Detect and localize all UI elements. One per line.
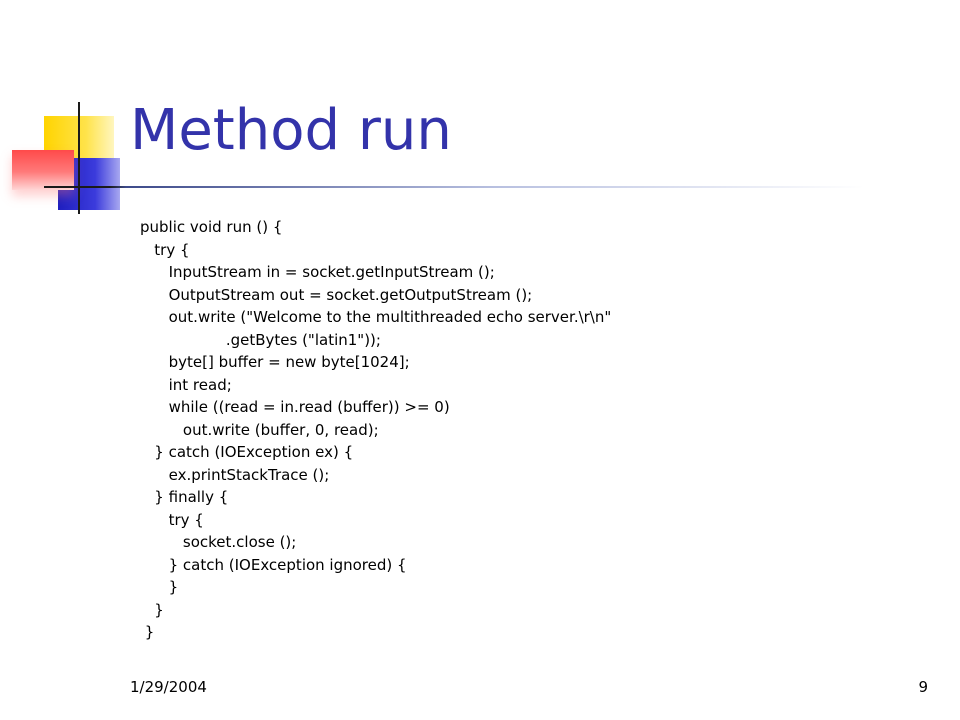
- code-line: } finally {: [140, 488, 229, 506]
- code-line: int read;: [140, 375, 232, 394]
- code-line: } catch (IOException ignored) {: [140, 555, 407, 574]
- code-line: byte[] buffer = new byte[1024];: [140, 353, 410, 371]
- code-line: try {: [140, 510, 204, 529]
- code-line: ex.printStackTrace ();: [140, 465, 330, 484]
- code-line: try {: [140, 240, 190, 259]
- code-line: }: [140, 623, 155, 641]
- slide-title: Method run: [130, 98, 452, 163]
- logo-red-square: [12, 150, 74, 190]
- page-number: 9: [918, 678, 928, 696]
- logo-vertical-line: [78, 102, 80, 214]
- code-line: }: [140, 578, 179, 596]
- code-block: public void run () { try { InputStream i…: [140, 216, 611, 644]
- footer-date: 1/29/2004: [130, 678, 207, 696]
- title-underline: [44, 186, 864, 188]
- code-line: } catch (IOException ex) {: [140, 443, 354, 461]
- code-line: while ((read = in.read (buffer)) >= 0): [140, 398, 450, 416]
- code-line: .getBytes ("latin1"));: [140, 330, 381, 349]
- code-line: out.write ("Welcome to the multithreaded…: [140, 308, 612, 326]
- code-line: }: [140, 600, 164, 619]
- code-line: InputStream in = socket.getInputStream (…: [140, 263, 495, 281]
- code-line: OutputStream out = socket.getOutputStrea…: [140, 285, 533, 304]
- code-line: socket.close ();: [140, 533, 297, 551]
- code-line: public void run () {: [140, 218, 283, 236]
- code-line: out.write (buffer, 0, read);: [140, 420, 379, 439]
